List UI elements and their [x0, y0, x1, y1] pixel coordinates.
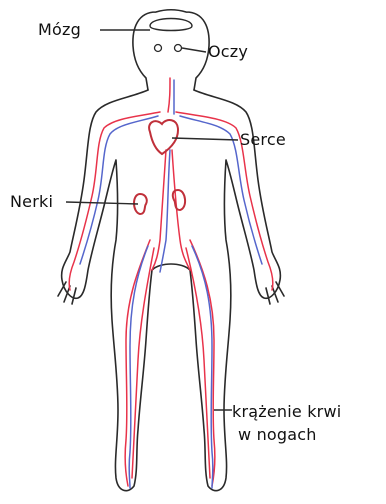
label-eyes: Oczy	[208, 42, 248, 62]
right-hand-fingers	[266, 282, 284, 304]
leader-kidneys	[66, 202, 138, 204]
brain	[150, 19, 192, 31]
brain-shape	[150, 19, 192, 31]
label-brain: Mózg	[38, 20, 81, 40]
label-heart: Serce	[240, 130, 286, 150]
left-eye	[155, 45, 162, 52]
label-leg-circulation: krążenie krwi w nogach	[232, 400, 341, 446]
leader-heart	[172, 138, 238, 140]
left-hand-fingers	[58, 282, 76, 304]
label-leg-circulation-line1: krążenie krwi	[232, 400, 341, 423]
right-eye	[175, 45, 182, 52]
vein-right-leg	[192, 246, 213, 488]
heart	[149, 120, 178, 154]
crotch-outline	[152, 264, 190, 270]
vein-left-leg	[129, 246, 148, 488]
label-leg-circulation-line2: w nogach	[232, 423, 341, 446]
vein-left-arm	[80, 116, 158, 264]
leader-eyes	[182, 48, 206, 52]
artery-neck	[168, 78, 170, 112]
eyes	[155, 45, 182, 52]
head-outline	[133, 10, 209, 90]
heart-shape	[149, 120, 178, 154]
label-kidneys: Nerki	[10, 192, 53, 212]
